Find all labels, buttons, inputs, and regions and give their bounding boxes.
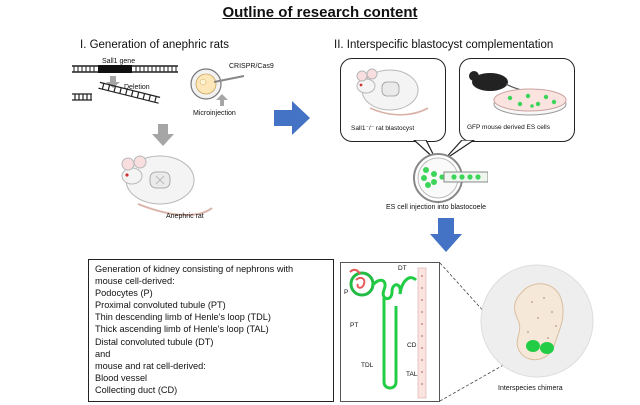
- nephron-label-dt: DT: [398, 265, 407, 272]
- dna-strand-top: [72, 65, 178, 73]
- up-arrow-icon: [216, 94, 228, 106]
- description-line: mouse and rat cell-derived:: [95, 360, 206, 371]
- nephron-label-cd: CD: [407, 342, 417, 349]
- description-line: Collecting duct (CD): [95, 384, 178, 395]
- nephron-label-p: P: [344, 289, 349, 296]
- gray-down-arrow-icon: [152, 124, 174, 146]
- description-line: Podocytes (P): [95, 288, 153, 299]
- injection-label: ES cell injection into blastocoele: [386, 204, 487, 211]
- zygote-microinjection: [190, 68, 245, 106]
- blue-down-arrow-icon: [430, 218, 462, 252]
- crispr-label: CRISPR/Cas9: [229, 63, 274, 70]
- nephron-illustration: [349, 267, 427, 399]
- section1-heading: I. Generation of anephric rats: [80, 39, 229, 51]
- description-line: and: [95, 348, 111, 359]
- deletion-label: Deletion: [124, 84, 150, 91]
- blastocyst-injection-diagram: [413, 153, 488, 203]
- kidney-description-box: Generation of kidney consisting of nephr…: [88, 259, 334, 402]
- nephron-label-pt: PT: [350, 322, 359, 329]
- chimera-embryo-illustration: [480, 264, 594, 378]
- chimera-label: Interspecies chimera: [498, 385, 563, 392]
- description-line: Blood vessel: [95, 372, 148, 383]
- description-line: Proximal convoluted tubule (PT): [95, 300, 226, 311]
- microinjection-label: Microinjection: [193, 110, 236, 117]
- gene-label: Sall1 gene: [102, 58, 136, 65]
- rat-in-bubble-illustration: [356, 68, 429, 116]
- nephron-label-tdl: TDL: [361, 362, 374, 369]
- blue-right-arrow-icon: [274, 101, 310, 135]
- page-title: Outline of research content: [222, 4, 418, 21]
- nephron-label-tal: TAL: [406, 371, 418, 378]
- rat-label: Anephric rat: [166, 213, 204, 220]
- description-line: Distal convoluted tubule (DT): [95, 336, 214, 347]
- blastocyst-label: Sall1⁻/⁻ rat blastocyst: [351, 125, 415, 132]
- description-line: Generation of kidney consisting of nephr…: [95, 264, 294, 274]
- dna-deletion-diagram: [72, 65, 178, 104]
- description-line: Thin descending limb of Henle's loop (TD…: [95, 312, 271, 323]
- description-line: Thick ascending limb of Henle's loop (TA…: [95, 324, 269, 335]
- description-line: mouse cell-derived:: [95, 276, 175, 287]
- anephric-rat-illustration: [121, 155, 213, 216]
- mouse-dish-illustration: [469, 71, 567, 116]
- section2-heading: II. Interspecific blastocyst complementa…: [334, 39, 554, 51]
- es-cells-label: GFP mouse derived ES cells: [467, 124, 550, 131]
